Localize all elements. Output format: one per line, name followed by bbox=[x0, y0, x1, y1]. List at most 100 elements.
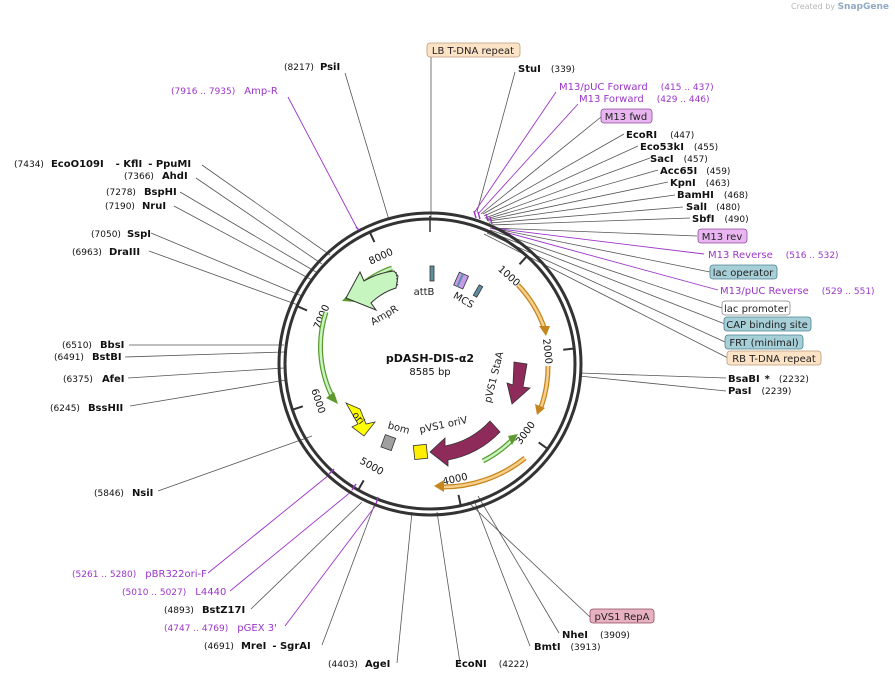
enzyme-nhei[interactable]: NheI(3909) bbox=[562, 630, 630, 641]
mcs-feature bbox=[453, 271, 470, 290]
enzyme-bsshii[interactable]: (6245)BssHII bbox=[50, 403, 123, 414]
attb-feature bbox=[429, 265, 435, 282]
ampr-feature bbox=[345, 270, 399, 312]
ori-feature bbox=[345, 402, 377, 437]
enzyme-sspi[interactable]: (7050)SspI bbox=[91, 229, 151, 240]
bla-arc-head bbox=[326, 392, 338, 404]
svg-text:lac promoter: lac promoter bbox=[724, 304, 789, 315]
bla-arc-inner bbox=[319, 311, 336, 401]
primer-m13puc-fwd[interactable]: M13/pUC Forward(415 .. 437) bbox=[559, 82, 714, 93]
pvs1-staa-feature bbox=[506, 361, 531, 405]
credit-prefix: Created by bbox=[791, 2, 836, 11]
box-cap-site[interactable]: CAP binding site bbox=[723, 316, 812, 332]
enzyme-bstbi[interactable]: (6491)BstBI bbox=[54, 352, 122, 363]
primer-ampr[interactable]: (7916 .. 7935)Amp-R bbox=[171, 86, 278, 97]
svg-text:RB T-DNA repeat: RB T-DNA repeat bbox=[732, 354, 816, 365]
bp-tick-label: 8000 bbox=[367, 247, 395, 268]
ampr-dots bbox=[395, 271, 399, 288]
primer-l4440[interactable]: (5010 .. 5027)L4440 bbox=[122, 587, 226, 598]
svg-text:lac operator: lac operator bbox=[713, 268, 774, 279]
box-frt[interactable]: FRT (minimal) bbox=[724, 334, 804, 350]
svg-text:CAP binding site: CAP binding site bbox=[726, 320, 808, 331]
enzyme-agei[interactable]: (4403)AgeI bbox=[328, 659, 390, 670]
svg-text:LB T-DNA repeat: LB T-DNA repeat bbox=[432, 46, 514, 57]
enzyme-econi[interactable]: EcoNI(4222) bbox=[455, 659, 529, 670]
orange-arc-1 bbox=[516, 283, 548, 331]
lac-feature bbox=[472, 284, 484, 298]
primer-marks bbox=[328, 210, 493, 505]
orange-arc-3-head bbox=[434, 480, 444, 492]
enzyme-bstz17i[interactable]: (4893)BstZ17I bbox=[164, 605, 245, 616]
box-pvs1-repa[interactable]: pVS1 RepA bbox=[589, 608, 655, 624]
box-lac-promoter[interactable]: lac promoter bbox=[721, 300, 791, 316]
primer-leader-lines bbox=[207, 91, 719, 627]
bom-label: bom bbox=[386, 420, 410, 436]
orange-arc-3-inner bbox=[439, 457, 526, 489]
enzyme-bamhi[interactable]: BamHI(468) bbox=[677, 190, 748, 201]
bp-tick-label: 3000 bbox=[514, 420, 538, 447]
primer-m13puc-rev[interactable]: M13/pUC Reverse(529 .. 551) bbox=[720, 286, 875, 297]
box-rb-tdna[interactable]: RB T-DNA repeat bbox=[726, 350, 822, 366]
enzyme-stui[interactable]: StuI(339) bbox=[518, 64, 575, 75]
attb-label: attB bbox=[414, 287, 435, 298]
features bbox=[345, 265, 531, 467]
credit-watermark: Created by SnapGene bbox=[791, 2, 889, 12]
svg-text:M13 rev: M13 rev bbox=[702, 232, 743, 243]
plasmid-size: 8585 bp bbox=[409, 367, 450, 378]
box-lb-tdna[interactable]: LB T-DNA repeat bbox=[426, 42, 521, 58]
enzyme-afei[interactable]: (6375)AfeI bbox=[63, 374, 125, 385]
plasmid-name: pDASH-DIS-α2 bbox=[386, 352, 474, 365]
enzyme-bsphi[interactable]: (7278)BspHI bbox=[106, 187, 177, 198]
pvs1-oriv-label: pVS1 oriV bbox=[418, 415, 468, 436]
bp-tick bbox=[518, 254, 529, 265]
bp-tick bbox=[356, 479, 365, 492]
orange-arc-2-head bbox=[535, 404, 545, 415]
enzyme-pasi[interactable]: PasI(2239) bbox=[728, 386, 791, 397]
yellow-box-feature bbox=[412, 443, 429, 461]
enzyme-nrui[interactable]: (7190)NruI bbox=[105, 201, 166, 212]
bp-tick-label: 5000 bbox=[358, 456, 386, 478]
enzyme-saci[interactable]: SacI(457) bbox=[650, 154, 708, 165]
enzyme-ahdi[interactable]: (7366)AhdI bbox=[124, 171, 188, 182]
enzyme-draiii[interactable]: (6963)DraIII bbox=[72, 247, 140, 258]
boxed-feature-labels: LB T-DNA repeat M13 fwd M13 rev lac oper… bbox=[426, 42, 822, 624]
primer-pgex3[interactable]: (4747 .. 4769)pGEX 3' bbox=[164, 623, 277, 634]
enzyme-bbsi[interactable]: (6510)BbsI bbox=[62, 340, 124, 351]
enzyme-ecori[interactable]: EcoRI(447) bbox=[626, 130, 694, 141]
primer-pbr322ori[interactable]: (5261 .. 5280)pBR322ori-F bbox=[72, 569, 207, 580]
enzyme-psii[interactable]: (8217)PsiI bbox=[284, 62, 340, 73]
bp-tick bbox=[291, 405, 304, 412]
box-m13-fwd[interactable]: M13 fwd bbox=[600, 108, 653, 124]
primer-m13-forward[interactable]: M13 Forward(429 .. 446) bbox=[579, 94, 710, 105]
bom-feature bbox=[380, 434, 397, 452]
enzyme-kpni[interactable]: KpnI(463) bbox=[670, 178, 730, 189]
bp-tick-label: 6000 bbox=[308, 388, 326, 416]
bp-tick bbox=[563, 347, 576, 351]
orange-arc-1-head bbox=[539, 326, 550, 336]
enzyme-nsii[interactable]: (5846)NsiI bbox=[94, 488, 153, 499]
enzyme-eco0109i[interactable]: (7434)EcoO109I- KflI- PpuMI bbox=[14, 159, 191, 170]
primer-m13-reverse[interactable]: M13 Reverse(516 .. 532) bbox=[708, 250, 839, 261]
enzyme-bsabi[interactable]: BsaBI*(2232) bbox=[728, 374, 809, 385]
enzyme-sali[interactable]: SalI(480) bbox=[686, 202, 740, 213]
snapgene-logo: SnapGene bbox=[837, 2, 889, 12]
pvs1-oriv-feature bbox=[429, 420, 501, 467]
primer-labels: (7916 .. 7935)Amp-R M13/pUC Forward(415 … bbox=[72, 82, 875, 634]
mcs-label: MCS bbox=[451, 291, 476, 312]
label-leader-lines bbox=[124, 56, 729, 664]
backbone-outer-strand bbox=[277, 211, 583, 517]
svg-text:M13 fwd: M13 fwd bbox=[605, 112, 647, 123]
enzyme-eco53ki[interactable]: Eco53kI(455) bbox=[640, 142, 718, 153]
bp-tick bbox=[368, 230, 376, 243]
bp-tick bbox=[457, 494, 462, 507]
enzyme-srgai[interactable]: (4691)MreI- SgrAI bbox=[204, 641, 311, 652]
enzyme-sbfi[interactable]: SbfI(490) bbox=[692, 214, 749, 225]
enzyme-bmti[interactable]: BmtI(3913) bbox=[534, 642, 600, 653]
enzyme-acc65i[interactable]: Acc65I(459) bbox=[660, 166, 730, 177]
bp-tick bbox=[538, 441, 549, 451]
box-m13-rev[interactable]: M13 rev bbox=[697, 228, 748, 244]
box-lac-operator[interactable]: lac operator bbox=[709, 264, 778, 280]
bp-tick-label: 2000 bbox=[540, 338, 554, 364]
bp-tick bbox=[295, 304, 308, 312]
